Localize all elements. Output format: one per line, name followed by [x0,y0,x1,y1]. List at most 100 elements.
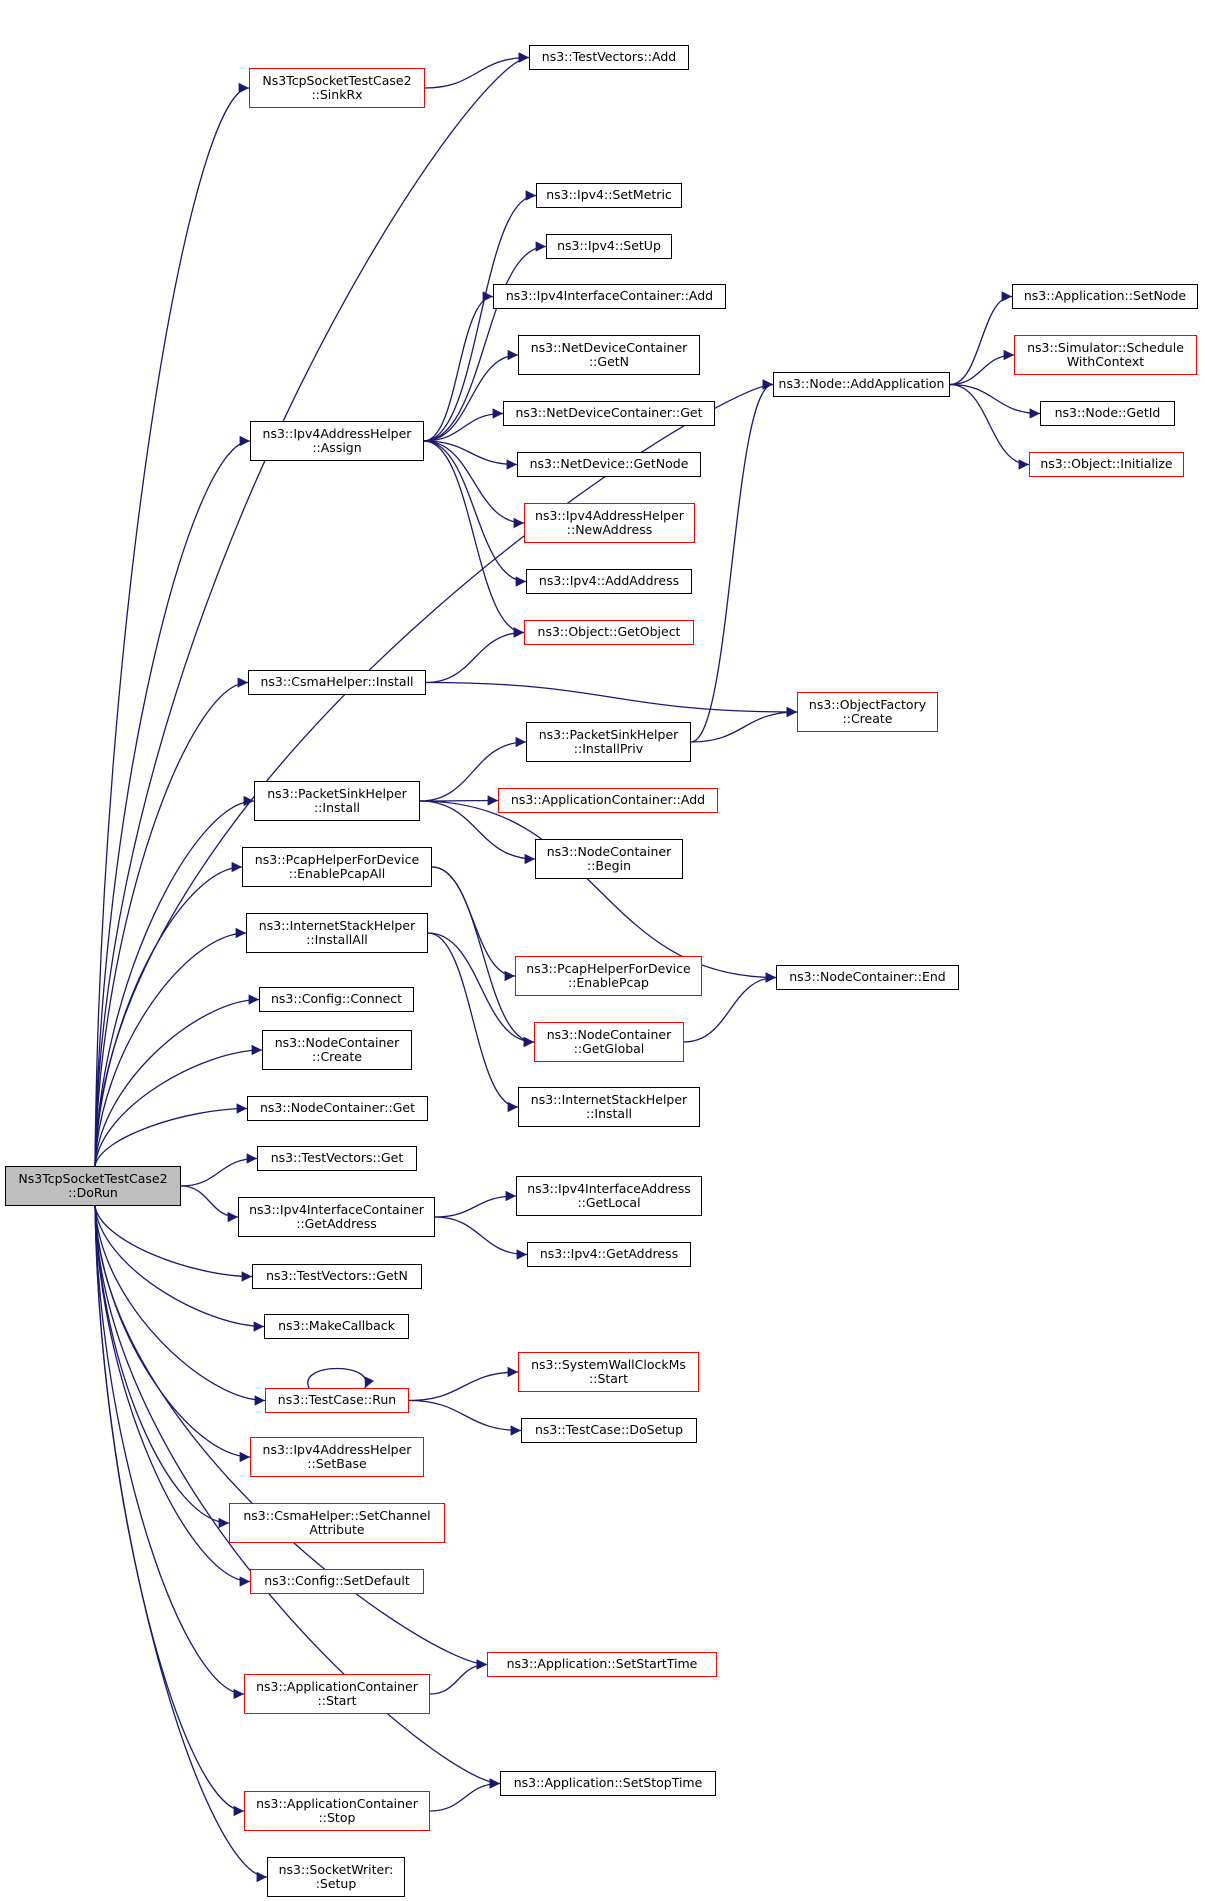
node-label-line: ns3::NodeContainer [274,1034,400,1050]
node-makecallback[interactable]: ns3::MakeCallback [264,1314,409,1339]
edge-node-addapp-to-sim-schedule [949,349,1015,386]
node-config-connect[interactable]: ns3::Config::Connect [259,987,414,1012]
node-ish-installall[interactable]: ns3::InternetStackHelper::InstallAll [246,913,428,953]
node-label-line: ::GetGlobal [573,1041,645,1056]
node-ipv4ah-setbase[interactable]: ns3::Ipv4AddressHelper::SetBase [250,1437,424,1477]
node-label-line: ::DoRun [68,1185,118,1200]
node-label-line: Ns3TcpSocketTestCase2 [18,1170,168,1186]
node-node-addapp[interactable]: ns3::Node::AddApplication [773,372,950,397]
edge-ipv4ah-assign-to-ipv4-setup [423,241,547,442]
edge-tc-run-to-swcm-start [408,1366,519,1402]
edge-psh-install-to-nc-end [419,800,777,983]
node-nc-get[interactable]: ns3::NodeContainer::Get [247,1096,428,1121]
node-ipv4-addaddr[interactable]: ns3::Ipv4::AddAddress [526,569,692,594]
node-label-line: ns3::Node::AddApplication [778,376,945,392]
node-tv-get[interactable]: ns3::TestVectors::Get [257,1146,417,1171]
node-label-line: ::Create [842,711,893,726]
node-tc-dosetup[interactable]: ns3::TestCase::DoSetup [521,1418,697,1443]
edge-root-to-tv-add [94,52,530,1167]
node-app-setstop[interactable]: ns3::Application::SetStopTime [500,1771,716,1796]
edge-ipv4ah-assign-to-ipv4-addaddr [423,440,527,587]
edge-root-to-makecallback [94,1205,265,1332]
node-sinkrx[interactable]: Ns3TcpSocketTestCase2::SinkRx [249,68,425,108]
node-label-line: ns3::Simulator::Schedule [1027,339,1184,355]
node-label-line: ns3::NodeContainer [546,843,672,859]
node-psh-install[interactable]: ns3::PacketSinkHelper::Install [254,781,420,821]
edge-appc-stop-to-app-setstop [429,1778,501,1812]
node-ipv4ah-assign[interactable]: ns3::Ipv4AddressHelper::Assign [250,421,424,461]
node-ipv4-getaddr[interactable]: ns3::Ipv4::GetAddress [527,1242,691,1267]
edge-root-to-config-connect [94,994,260,1167]
node-appc-start[interactable]: ns3::ApplicationContainer::Start [244,1674,430,1714]
edge-root-to-app-setstop [94,1205,501,1789]
node-ipv4ah-newaddr[interactable]: ns3::Ipv4AddressHelper::NewAddress [524,503,695,543]
node-appc-stop[interactable]: ns3::ApplicationContainer::Stop [244,1791,430,1831]
node-label-line: ns3::Config::Connect [270,991,403,1007]
node-appc-add[interactable]: ns3::ApplicationContainer::Add [498,788,718,813]
node-label-line: ns3::TestVectors::Add [541,49,677,65]
node-ipv4-setmetric[interactable]: ns3::Ipv4::SetMetric [536,183,682,208]
edge-ish-installall-to-nc-getglobal [427,932,535,1048]
node-label-line: ns3::Object::GetObject [537,624,681,640]
edge-root-to-psh-install [94,795,255,1167]
node-obj-initialize[interactable]: ns3::Object::Initialize [1029,452,1184,477]
node-label-line: ns3::TestCase::DoSetup [534,1422,684,1438]
node-phfd-enableall[interactable]: ns3::PcapHelperForDevice::EnablePcapAll [242,847,432,887]
node-label-line: ns3::Config::SetDefault [264,1573,410,1589]
node-ipv4ic-add[interactable]: ns3::Ipv4InterfaceContainer::Add [493,284,726,309]
node-config-setdefault[interactable]: ns3::Config::SetDefault [250,1569,424,1594]
edge-ipv4ah-assign-to-ipv4-setmetric [423,190,537,442]
node-csma-install[interactable]: ns3::CsmaHelper::Install [248,670,426,695]
edge-csma-install-to-obj-getobject [425,627,525,684]
node-label-line: ::Start [317,1693,357,1708]
node-obj-getobject[interactable]: ns3::Object::GetObject [524,620,694,645]
edge-root-to-appc-start [94,1205,245,1700]
node-ish-install[interactable]: ns3::InternetStackHelper::Install [518,1087,700,1127]
node-of-create[interactable]: ns3::ObjectFactory::Create [797,692,938,732]
node-label-line: Ns3TcpSocketTestCase2 [262,72,412,88]
node-nc-begin[interactable]: ns3::NodeContainer::Begin [535,839,683,879]
node-label-line: ::Stop [318,1810,356,1825]
node-tv-getn[interactable]: ns3::TestVectors::GetN [252,1264,422,1289]
edge-ish-installall-to-ish-install [427,932,519,1113]
edge-psh-installpriv-to-of-create [690,706,798,743]
node-node-getid[interactable]: ns3::Node::GetId [1040,401,1175,426]
node-label-line: ::EnablePcapAll [288,866,386,881]
node-label-line: ns3::Ipv4InterfaceContainer::Add [505,288,714,304]
node-nc-end[interactable]: ns3::NodeContainer::End [776,965,959,990]
edge-root-to-tc-run [94,1205,266,1406]
node-label-line: ::NewAddress [566,522,653,537]
node-ndc-getn[interactable]: ns3::NetDeviceContainer::GetN [518,335,700,375]
node-ipv4ic-getaddr[interactable]: ns3::Ipv4InterfaceContainer::GetAddress [238,1197,435,1237]
node-label-line: ::GetN [588,354,630,369]
edge-node-addapp-to-obj-initialize [949,383,1030,470]
node-sw-setup[interactable]: ns3::SocketWriter::Setup [267,1857,405,1897]
node-label-line: ::EnablePcap [567,975,649,990]
node-label-line: ns3::TestVectors::Get [270,1150,404,1166]
node-label-line: ns3::ApplicationContainer [256,1795,418,1811]
node-nd-getnode[interactable]: ns3::NetDevice::GetNode [517,452,701,477]
node-app-setstart[interactable]: ns3::Application::SetStartTime [487,1652,717,1677]
edge-root-to-ish-installall [94,927,247,1167]
node-psh-installpriv[interactable]: ns3::PacketSinkHelper::InstallPriv [526,722,691,762]
node-swcm-start[interactable]: ns3::SystemWallClockMs::Start [518,1352,699,1392]
node-label-line: ns3::ObjectFactory [808,696,927,712]
edge-ipv4ah-assign-to-nd-getnode [423,440,518,470]
node-label-line: ns3::ApplicationContainer [256,1678,418,1694]
edge-phfd-enableall-to-nc-getglobal [431,866,535,1048]
node-tv-add[interactable]: ns3::TestVectors::Add [529,45,689,70]
node-label-line: ns3::Ipv4::SetUp [557,238,661,254]
node-nc-getglobal[interactable]: ns3::NodeContainer::GetGlobal [534,1022,684,1062]
node-tc-run[interactable]: ns3::TestCase::Run [265,1388,409,1413]
edge-root-to-csma-install [94,677,249,1167]
node-ipv4-setup[interactable]: ns3::Ipv4::SetUp [546,234,672,259]
node-ndc-get[interactable]: ns3::NetDeviceContainer::Get [503,401,715,426]
node-nc-create[interactable]: ns3::NodeContainer::Create [262,1030,412,1070]
node-ipv4ia-getlocal[interactable]: ns3::Ipv4InterfaceAddress::GetLocal [516,1176,702,1216]
node-app-setnode[interactable]: ns3::Application::SetNode [1012,284,1198,309]
node-label-line: ns3::Ipv4AddressHelper [262,1441,412,1457]
node-phfd-enable[interactable]: ns3::PcapHelperForDevice::EnablePcap [515,956,702,996]
